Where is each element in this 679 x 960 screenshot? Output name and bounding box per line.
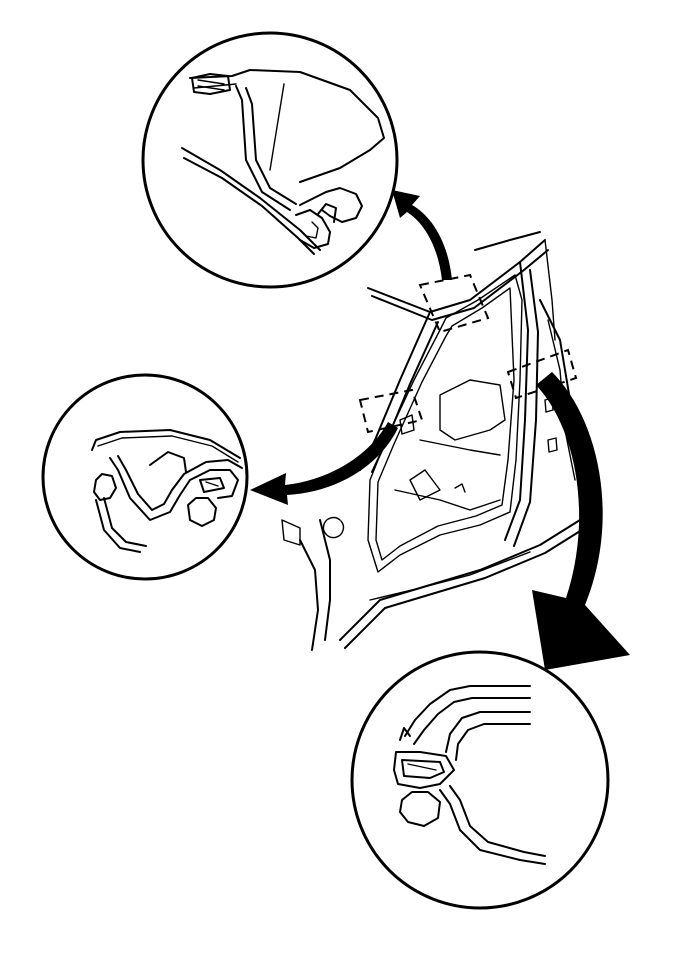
middle-arrow [250,422,398,505]
lower-arrow [532,372,630,670]
middle-detail-circle [41,373,249,581]
lower-detail-circle [350,650,610,910]
callout-arrows [250,190,630,670]
middle-section-cut [358,388,424,434]
vehicle-door-opening [281,231,586,651]
upper-section-cut [418,273,490,334]
upper-detail-circle [141,31,399,289]
lower-section-cut [506,348,578,400]
upper-arrow [392,190,452,280]
section-cut-markers [358,273,578,434]
